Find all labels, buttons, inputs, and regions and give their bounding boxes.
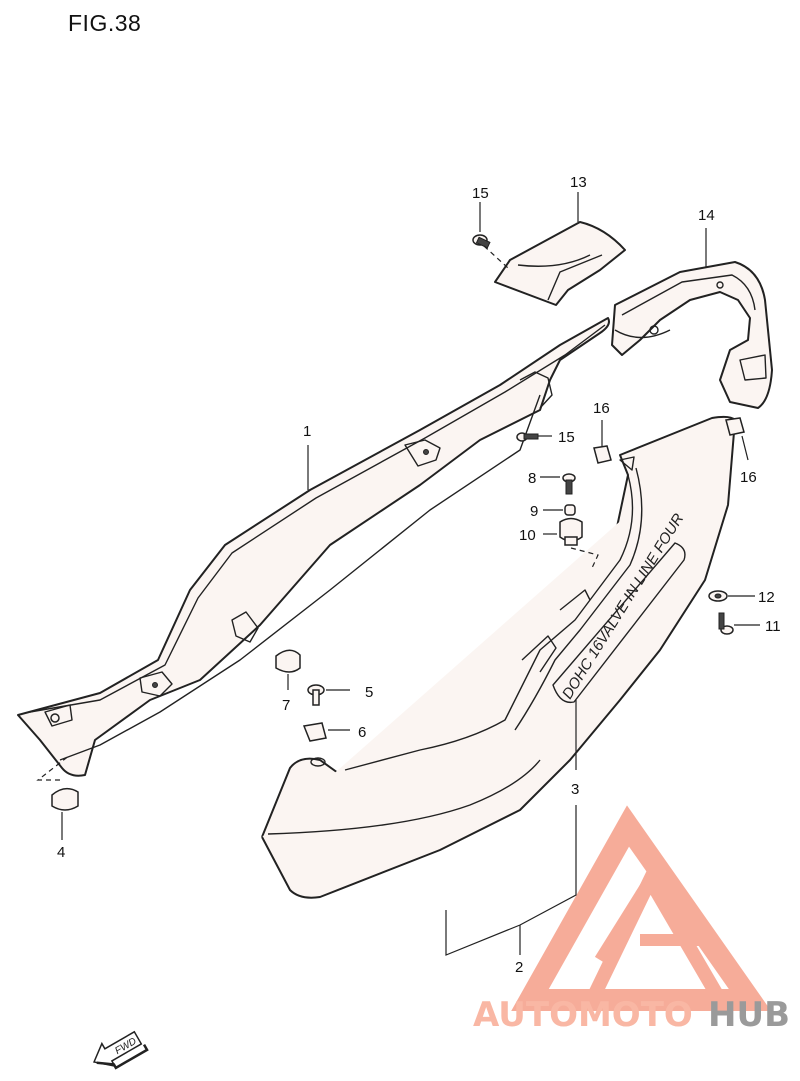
leader-lines xyxy=(36,192,760,956)
part-15-screw-mid xyxy=(516,432,539,442)
part-16-nut-clip-a xyxy=(593,445,612,464)
callout-3: 3 xyxy=(571,781,579,798)
callout-10: 10 xyxy=(519,527,536,544)
part-13-cover-plate xyxy=(494,221,626,306)
callout-12: 12 xyxy=(758,589,775,606)
part-1-frame-cover xyxy=(17,317,610,777)
callout-9: 9 xyxy=(530,503,538,520)
watermark-logo xyxy=(511,805,772,1011)
callout-6: 6 xyxy=(358,724,366,741)
callout-2: 2 xyxy=(515,959,523,976)
callout-16-right: 16 xyxy=(740,469,757,486)
part-14-tail-piece xyxy=(611,261,773,409)
callout-15-mid: 15 xyxy=(558,429,575,446)
callout-16-left: 16 xyxy=(593,400,610,417)
part-5-push-rivet xyxy=(307,684,325,706)
callout-13: 13 xyxy=(570,174,587,191)
figure-title: FIG.38 xyxy=(68,10,142,36)
part-4-grommet xyxy=(51,787,79,811)
part-2-frame-cover: DOHC 16VALVE IN LINE FOUR xyxy=(261,415,736,899)
callout-15-top: 15 xyxy=(472,185,489,202)
watermark-brand: AUTOMOTO HUB xyxy=(473,995,790,1035)
part-10-cushion xyxy=(559,517,583,546)
callout-labels: 1 2 3 4 5 6 7 8 9 10 11 12 13 14 15 15 1… xyxy=(57,174,781,976)
callout-4: 4 xyxy=(57,844,65,861)
fwd-label: FWD xyxy=(113,1036,138,1057)
watermark-brand-part1: AUTOMOTO xyxy=(473,995,693,1035)
part-9-spacer xyxy=(564,504,576,516)
callout-5: 5 xyxy=(365,684,373,701)
part-12-washer xyxy=(708,590,728,602)
part-11-bolt xyxy=(718,612,734,635)
callout-11: 11 xyxy=(765,618,781,635)
part-15-screw-top xyxy=(472,234,491,249)
part-6-nut xyxy=(302,722,327,742)
callout-7: 7 xyxy=(282,697,290,714)
part-8-screw xyxy=(562,473,576,495)
callout-8: 8 xyxy=(528,470,536,487)
forward-arrow-icon: FWD xyxy=(92,1030,149,1070)
part-16-nut-clip-b xyxy=(725,417,745,436)
callout-1: 1 xyxy=(303,423,311,440)
part-7-grommet xyxy=(275,649,301,673)
watermark-brand-part2: HUB xyxy=(708,995,790,1035)
callout-14: 14 xyxy=(698,207,715,224)
